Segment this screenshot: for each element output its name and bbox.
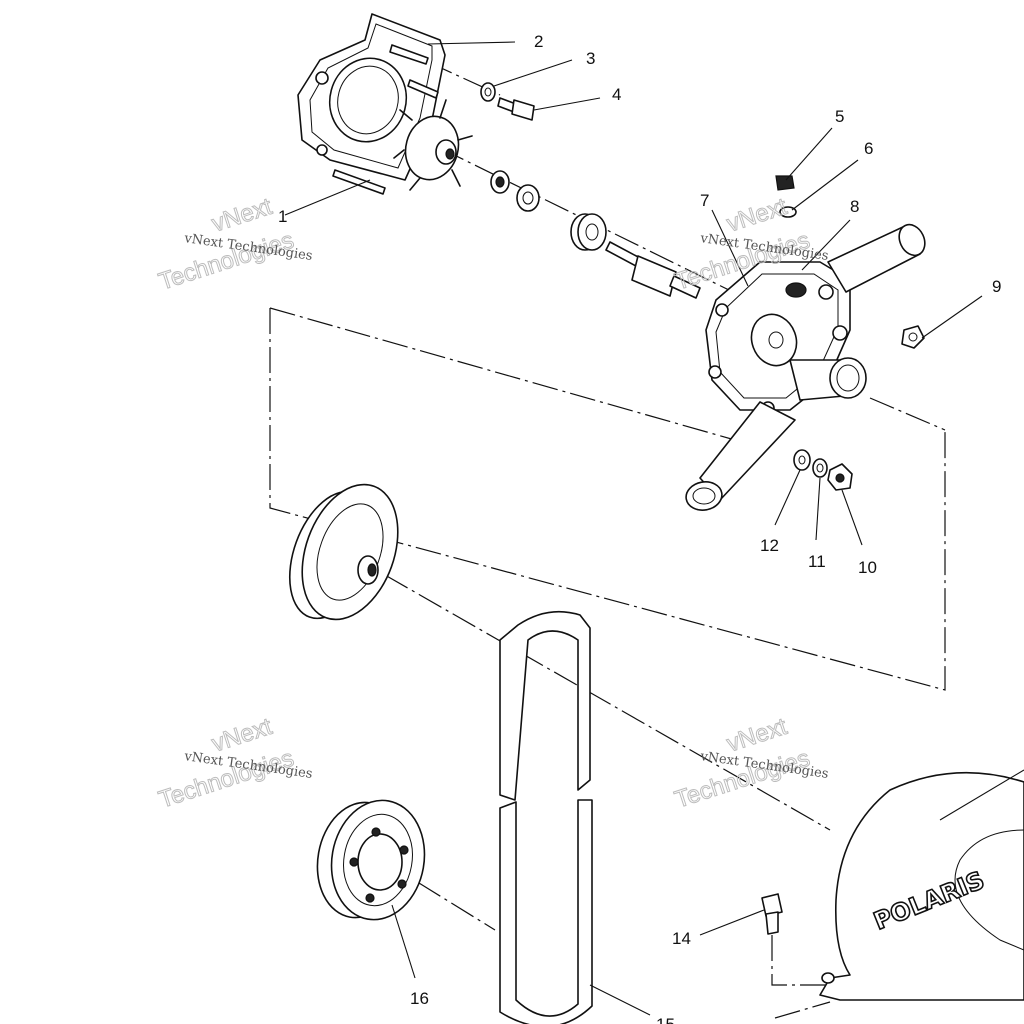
pulley-axis [384, 574, 831, 831]
callout-16: 16 [410, 989, 429, 1008]
bolt-14 [761, 893, 783, 935]
stud-1 [332, 169, 386, 195]
bolt-4 [497, 97, 535, 121]
bolt-14-axis [771, 935, 830, 986]
watermark-word1: vNext [724, 193, 791, 238]
callout-6: 6 [864, 139, 873, 158]
stud-upper [389, 44, 429, 65]
pump-shaft [605, 241, 701, 299]
callout-9: 9 [992, 277, 1001, 296]
stud-middle [407, 79, 439, 99]
callout-15: 15 [656, 1015, 675, 1024]
upper-pulley [288, 483, 399, 621]
lock-washer-11 [812, 458, 828, 478]
bearing [570, 213, 607, 251]
cover-bottom-axis [774, 1001, 831, 1019]
watermark-top-left: vNext Technologies vNext Technologies [155, 192, 313, 296]
callout-10: 10 [858, 558, 877, 577]
callout-7: 7 [700, 191, 709, 210]
watermark-bottom-right: vNext Technologies vNext Technologies [671, 712, 829, 814]
leader-lines [284, 41, 1024, 1016]
callout-2: 2 [534, 32, 543, 51]
outlet-pipe-upper [827, 223, 926, 293]
callout-3: 3 [586, 49, 595, 68]
impeller [393, 99, 473, 191]
nut-9 [901, 325, 925, 349]
watermark-word1: vNext [724, 713, 791, 758]
nut-10 [827, 463, 853, 491]
bolt-5 [775, 175, 795, 191]
alignment-frame-top-right [869, 397, 946, 431]
lower-pulley-16 [316, 799, 426, 921]
watermark-word1: vNext [209, 193, 276, 238]
washer-3 [480, 82, 496, 102]
washer-12 [793, 449, 811, 471]
outlet-pipe-right [789, 357, 867, 401]
watermark-word1: vNext [209, 713, 276, 758]
alignment-frame [269, 308, 946, 691]
callout-5: 5 [835, 107, 844, 126]
belt-cover: POLARIS [819, 771, 1024, 1001]
callout-11: 11 [808, 552, 826, 571]
callout-1: 1 [278, 207, 287, 226]
callout-8: 8 [850, 197, 859, 216]
watermark-bottom-left: vNext Technologies vNext Technologies [155, 712, 313, 814]
callout-4: 4 [612, 85, 621, 104]
inlet-pipe-lower [685, 401, 796, 511]
seal-small [490, 170, 510, 194]
drive-belt-15 [499, 610, 593, 1024]
alignment-frame-top [269, 307, 736, 441]
callout-14: 14 [672, 929, 691, 948]
callout-12: 12 [760, 536, 779, 555]
seal-ring [516, 184, 540, 212]
